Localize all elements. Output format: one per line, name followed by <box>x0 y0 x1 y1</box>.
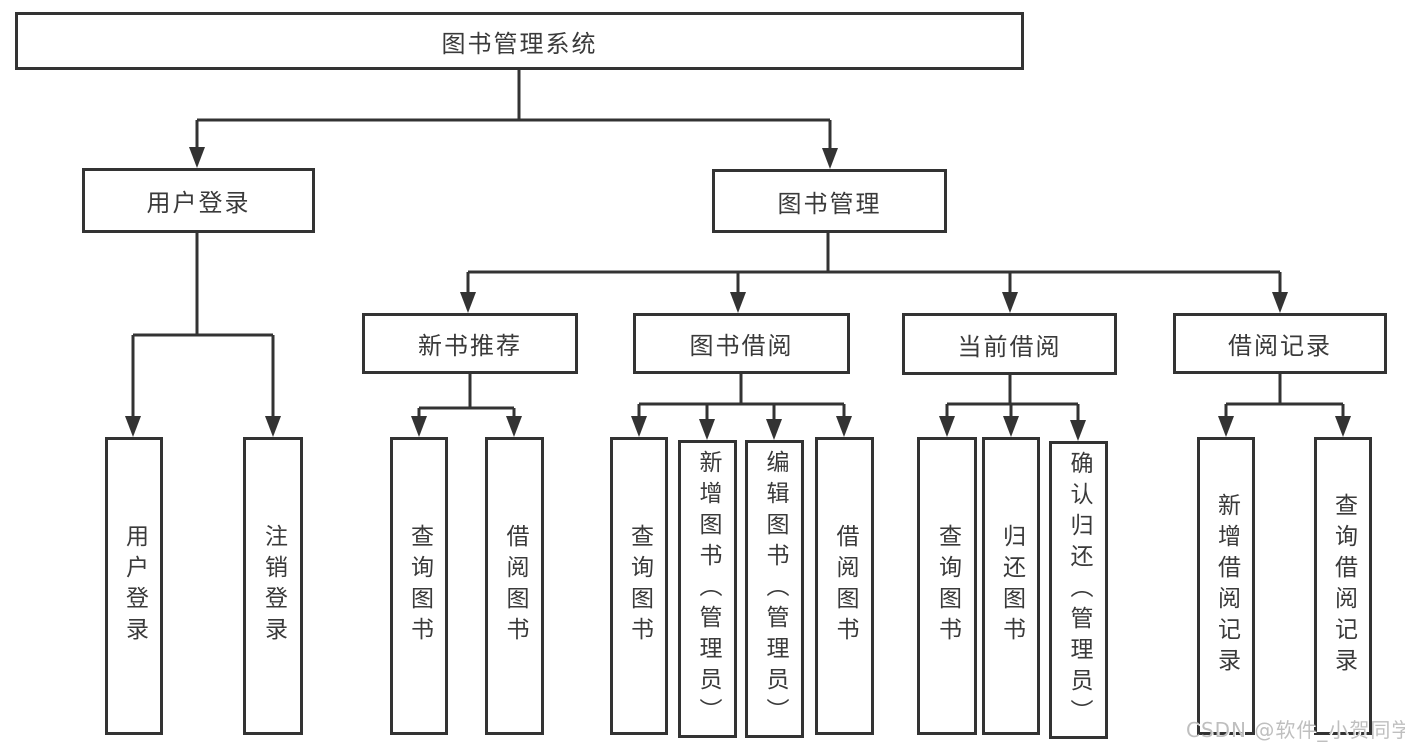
connector-new-book <box>417 374 516 419</box>
leaf-query-borrow-record: 查询借阅记录 <box>1314 437 1372 735</box>
node-current-borrowing: 当前借阅 <box>902 313 1117 375</box>
node-new-book-recommendation: 新书推荐 <box>362 313 578 374</box>
node-label: 新增图书（管理员） <box>695 449 721 729</box>
node-label: 当前借阅 <box>957 332 1062 361</box>
node-label: 查询借阅记录 <box>1330 493 1357 679</box>
leaf-query-books-recommend: 查询图书 <box>390 437 448 735</box>
leaf-user-login: 用户登录 <box>105 437 163 735</box>
node-book-borrowing: 图书借阅 <box>633 313 850 374</box>
node-label: 查询图书 <box>626 524 653 648</box>
connector-book-management <box>466 233 1282 295</box>
leaf-confirm-return-admin: 确认归还（管理员） <box>1049 441 1108 739</box>
leaf-return-books: 归还图书 <box>982 437 1040 735</box>
node-label: 图书管理 <box>777 189 882 218</box>
leaf-borrow-books-borrowing: 借阅图书 <box>815 437 874 735</box>
node-label: 借阅记录 <box>1228 332 1332 360</box>
node-borrowing-records: 借阅记录 <box>1173 313 1387 374</box>
leaf-add-borrow-record: 新增借阅记录 <box>1197 437 1255 735</box>
node-label: 用户登录 <box>121 524 148 648</box>
leaf-borrow-books-recommend: 借阅图书 <box>485 437 544 735</box>
connector-book-borrowing <box>637 374 846 422</box>
node-label: 归还图书 <box>998 524 1025 648</box>
node-label: 查询图书 <box>406 524 433 648</box>
connector-borrowing-records <box>1224 374 1345 419</box>
node-label: 图书借阅 <box>689 332 794 360</box>
node-label: 新增借阅记录 <box>1213 493 1240 679</box>
connector-current-borrowing <box>945 374 1080 423</box>
node-label: 图书管理系统 <box>441 29 598 58</box>
node-label: 确认归还（管理员） <box>1066 450 1092 730</box>
node-user-login: 用户登录 <box>82 168 315 233</box>
leaf-query-books-borrowing: 查询图书 <box>610 437 668 735</box>
leaf-edit-book-admin: 编辑图书（管理员） <box>745 440 804 738</box>
node-book-management: 图书管理 <box>712 169 947 233</box>
node-root: 图书管理系统 <box>15 12 1024 70</box>
connector-root <box>195 70 832 151</box>
arrowheads <box>125 147 1351 441</box>
node-label: 编辑图书（管理员） <box>762 449 788 729</box>
leaf-add-book-admin: 新增图书（管理员） <box>678 440 737 738</box>
node-label: 用户登录 <box>146 189 251 217</box>
leaf-logout: 注销登录 <box>243 437 303 735</box>
node-label: 借阅图书 <box>502 524 528 648</box>
node-label: 借阅图书 <box>832 524 858 648</box>
connector-user-login <box>131 233 275 419</box>
node-label: 新书推荐 <box>418 332 522 360</box>
watermark: CSDN @软件_小贺同学 <box>1186 718 1405 742</box>
node-label: 注销登录 <box>260 524 287 648</box>
leaf-query-books-current: 查询图书 <box>917 437 977 735</box>
node-label: 查询图书 <box>934 524 961 648</box>
